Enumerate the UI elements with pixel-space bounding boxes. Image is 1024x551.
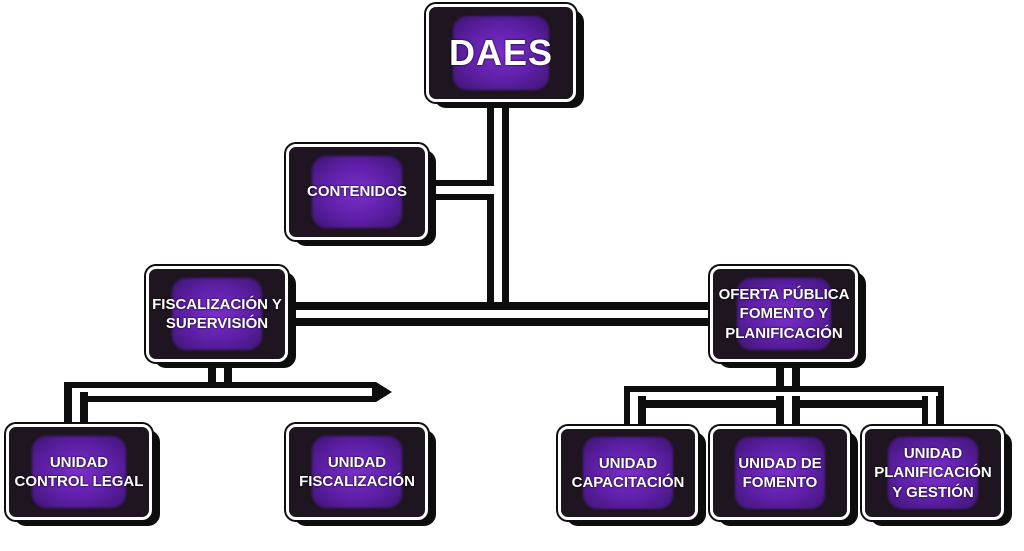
node-label-unidad-control-legal: UNIDAD CONTROL LEGAL [14, 453, 144, 491]
node-highlight [311, 435, 403, 509]
node-label-unidad-fiscalizacion: UNIDAD FISCALIZACIÓN [299, 453, 415, 491]
node-oferta-publica: OFERTA PÚBLICA FOMENTO Y PLANIFICACIÓN [710, 266, 866, 368]
node-label-daes: DAES [448, 31, 554, 73]
node-unidad-fomento: UNIDAD DE FOMENTO [710, 426, 858, 526]
node-highlight [171, 277, 263, 351]
node-highlight [583, 437, 673, 509]
node-highlight [311, 155, 403, 229]
connector-root-trunk [487, 100, 509, 318]
node-unidad-fiscalizacion: UNIDAD FISCALIZACIÓN [286, 424, 436, 526]
connector-fiscalizacion-children [64, 362, 392, 432]
node-label-oferta-publica: OFERTA PÚBLICA FOMENTO Y PLANIFICACIÓN [718, 285, 850, 342]
node-unidad-capacitacion: UNIDAD CAPACITACIÓN [558, 426, 706, 526]
node-contenidos: CONTENIDOS [286, 144, 436, 246]
connector-main-horizontal [288, 302, 720, 326]
node-label-contenidos: CONTENIDOS [306, 183, 407, 201]
node-highlight [887, 437, 979, 509]
node-fiscalizacion-supervision: FISCALIZACIÓN Y SUPERVISIÓN [146, 266, 296, 368]
node-daes: DAES [426, 4, 584, 108]
node-highlight [736, 277, 832, 351]
node-label-unidad-capacitacion: UNIDAD CAPACITACIÓN [571, 454, 685, 492]
connector-oferta-children [624, 362, 944, 432]
node-label-unidad-fomento: UNIDAD DE FOMENTO [738, 454, 822, 492]
node-unidad-planificacion: UNIDAD PLANIFICACIÓN Y GESTIÓN [862, 426, 1012, 526]
node-label-fiscalizacion-supervision: FISCALIZACIÓN Y SUPERVISIÓN [152, 295, 282, 333]
node-highlight [453, 15, 549, 91]
node-unidad-control-legal: UNIDAD CONTROL LEGAL [6, 424, 160, 526]
node-highlight [735, 437, 825, 509]
node-highlight [32, 435, 126, 509]
connector-contenidos [428, 180, 494, 200]
node-label-unidad-planificacion: UNIDAD PLANIFICACIÓN Y GESTIÓN [874, 444, 992, 501]
